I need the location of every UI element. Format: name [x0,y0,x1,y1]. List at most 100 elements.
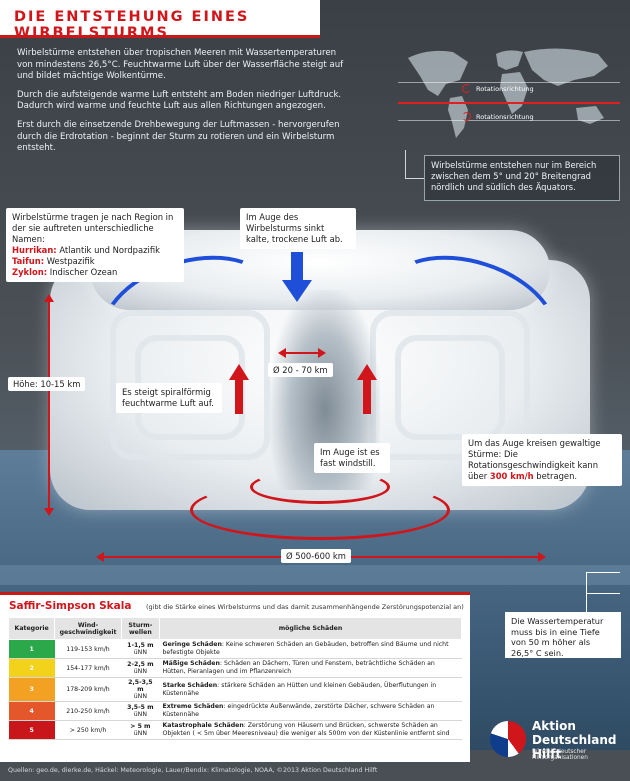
storm-surge-unit: üNN [133,668,147,675]
column-header: Kategorie [7,617,56,640]
dimension-arrow-icon [278,348,286,358]
damage-title: Mäßige Schäden [162,660,220,668]
damage-title: Geringe Schäden [162,641,222,649]
damage-description: : stärkere Schäden an Hütten und kleinen… [162,681,437,697]
zyklon-label: Zyklon: [12,266,48,277]
rotation-speed-value: 300 km/h [489,470,534,481]
latitude-connector [405,150,406,178]
cloud-band-left [110,310,270,460]
storm-surge-value: 3,5-5 m [127,704,154,711]
height-label: Höhe: 10-15 km [8,377,86,391]
dimension-arrow-icon [44,294,54,302]
region-names-callout: Wirbelstürme tragen je nach Region in de… [6,208,184,282]
storm-surge-unit: üNN [133,711,147,718]
damage-cell: Mäßige Schäden: Schäden an Dächern, Türe… [159,658,462,678]
rising-air-arrow [229,364,249,414]
height-dimension-line [48,300,50,510]
world-map: Rotationsrichtung Rotationsrichtung [398,40,620,170]
damage-description: : Schäden an Dächern, Türen und Fenstern… [162,660,435,675]
dimension-arrow-icon [44,508,54,516]
latitude-line-south [398,120,620,121]
scale-title: Saffir-Simpson Skala [9,600,132,612]
category-cell: 2 [8,658,55,678]
scale-subtitle: (gibt die Stärke eines Wirbelsturms und … [146,603,464,611]
table-header-row: Kategorie Wind- geschwindigkeit Sturm- w… [7,617,463,640]
scale-table: Kategorie Wind- geschwindigkeit Sturm- w… [7,617,463,740]
rotation-ccw-icon [462,84,471,93]
damage-cell: Extreme Schäden: eingedrückte Außenwände… [159,701,462,721]
taifun-region: Westpazifik [46,255,95,266]
water-temperature-note: Die Wassertemperatur muss bis in eine Ti… [505,612,621,658]
category-cell: 1 [8,639,55,659]
category-cell: 5 [8,720,55,740]
rotation-speed-text-end: betragen. [533,470,578,481]
page-title: DIE ENTSTEHUNG EINES WIRBELSTURMS [14,9,250,41]
intro-paragraph: Erst durch die einsetzende Drehbewegung … [17,119,340,154]
storm-surge-unit: üNN [133,730,147,737]
wind-speed-cell: 154-177 km/h [54,658,122,678]
equator-line [398,102,620,104]
damage-description: : Zerstörung von Häusern und Brücken, sc… [162,722,450,737]
rotation-label-south: Rotationsrichtung [476,113,534,121]
latitude-connector [405,178,424,179]
spiral-rising-callout: Es steigt spiralförmig feuchtwarme Luft … [116,383,222,413]
storm-surge-unit: üNN [133,693,147,700]
wind-speed-cell: 119-153 km/h [54,639,122,659]
storm-surge-value: 1-1,5 m [127,642,154,649]
eye-dimension-line [283,352,321,354]
logo-mark-icon [490,721,526,757]
latitude-note: Wirbelstürme entstehen nur im Bereich zw… [424,155,620,201]
region-intro: Wirbelstürme tragen je nach Region in de… [12,212,174,244]
damage-title: Starke Schäden [162,681,218,689]
storm-surge-value: 2,5-3,5 m [128,679,153,693]
eye-sinking-callout: Im Auge des Wirbelsturms sinkt kalte, tr… [240,208,356,249]
sea-horizon [0,565,630,585]
page-title-bar: DIE ENTSTEHUNG EINES WIRBELSTURMS [0,0,320,41]
dimension-arrow-icon [318,348,326,358]
column-header: mögliche Schäden [158,617,463,640]
rotation-ring-inner [250,470,390,504]
rotation-speed-text: Um das Auge kreisen gewaltige Stürme: Di… [468,438,601,481]
damage-cell: Katastrophale Schäden: Zerstörung von Hä… [159,720,462,740]
damage-description: : eingedrückte Außenwände, zerstörte Däc… [162,703,435,718]
damage-cell: Geringe Schäden: Keine schweren Schäden … [159,639,462,659]
storm-diameter-label: Ø 500-600 km [281,549,351,563]
hurrikan-region: Atlantik und Nordpazifik [59,244,160,255]
intro-text: Wirbelstürme entstehen über tropischen M… [17,48,347,162]
eye-diameter-label: Ø 20 - 70 km [268,363,333,377]
taifun-label: Taifun: [12,255,45,266]
logo-tagline: Bündnis deutscher Hilfsorganisationen [532,749,588,761]
column-header: Wind- geschwindigkeit [54,617,122,640]
cloud-band-right-inner [395,335,505,440]
dimension-arrow-icon [96,552,104,562]
storm-surge-value: > 5 m [130,723,151,730]
logo-wordmark: Aktion Deutschland Hilft [532,719,630,761]
wind-speed-cell: > 250 km/h [54,720,122,740]
category-cell: 3 [8,677,55,702]
rotation-label-north: Rotationsrichtung [476,85,534,93]
water-depth-marker [586,572,620,594]
hurrikan-label: Hurrikan: [12,244,57,255]
category-cell: 4 [8,701,55,721]
column-header: Sturm- wellen [120,617,160,640]
zyklon-region: Indischer Ozean [49,266,118,277]
intro-paragraph: Durch die aufsteigende warme Luft entste… [17,89,342,112]
sinking-air-arrow [282,252,312,302]
logo-line: Aktion [532,719,576,733]
damage-title: Extreme Schäden [162,703,224,711]
hurricane-illustration [50,230,590,550]
sources-footnote: Quellen: geo.de, dierke.de, Häckel: Mete… [8,767,378,774]
world-map-outline [408,48,608,138]
damage-description: : Keine schweren Schäden an Gebäuden, be… [162,641,449,656]
rotation-speed-callout: Um das Auge kreisen gewaltige Stürme: Di… [462,434,622,486]
storm-surge-unit: üNN [133,649,147,656]
latitude-line-north [398,82,620,83]
wind-speed-cell: 210-250 km/h [54,701,122,721]
